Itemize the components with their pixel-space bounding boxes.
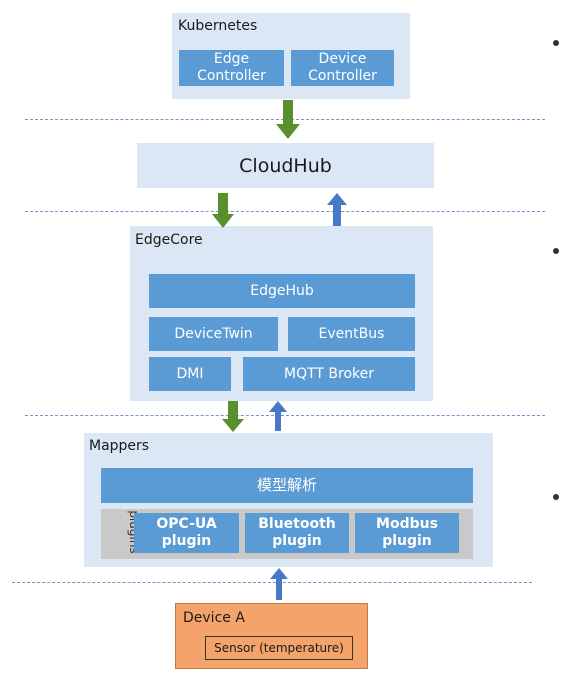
modbus-plugin-box: Modbus plugin bbox=[355, 513, 459, 553]
kubernetes-title: Kubernetes bbox=[178, 18, 258, 34]
kubernetes-panel: Kubernetes Edge Controller Device Contro… bbox=[172, 13, 410, 99]
device-controller-box: Device Controller bbox=[291, 50, 394, 86]
up-arrow-icon bbox=[327, 193, 347, 226]
opcua-plugin-box: OPC-UA plugin bbox=[134, 513, 239, 553]
bullet-icon bbox=[553, 248, 559, 254]
separator-2 bbox=[25, 211, 545, 212]
cloudhub-label: CloudHub bbox=[239, 154, 332, 177]
down-arrow-icon bbox=[212, 193, 234, 228]
separator-3 bbox=[25, 415, 545, 416]
edgehub-box: EdgeHub bbox=[149, 274, 415, 308]
mappers-title: Mappers bbox=[89, 438, 150, 454]
bluetooth-plugin-box: Bluetooth plugin bbox=[245, 513, 349, 553]
down-arrow-icon bbox=[222, 401, 244, 432]
model-parse-box: 模型解析 bbox=[101, 468, 473, 503]
eventbus-box: EventBus bbox=[288, 317, 415, 351]
device-panel: Device A Sensor (temperature) bbox=[175, 603, 368, 669]
up-arrow-icon bbox=[270, 568, 288, 600]
edgecore-title: EdgeCore bbox=[135, 232, 203, 248]
cloudhub-panel: CloudHub bbox=[137, 143, 434, 188]
bullet-icon bbox=[553, 494, 559, 500]
mqtt-broker-box: MQTT Broker bbox=[243, 357, 415, 391]
dmi-box: DMI bbox=[149, 357, 231, 391]
down-arrow-icon bbox=[276, 100, 300, 139]
edgecore-panel: EdgeCore EdgeHub DeviceTwin EventBus DMI… bbox=[130, 226, 433, 401]
up-arrow-icon bbox=[269, 401, 287, 431]
edge-controller-box: Edge Controller bbox=[179, 50, 284, 86]
separator-4 bbox=[12, 582, 532, 583]
devicetwin-box: DeviceTwin bbox=[149, 317, 278, 351]
sensor-box: Sensor (temperature) bbox=[205, 636, 353, 660]
bullet-icon bbox=[553, 40, 559, 46]
mappers-panel: Mappers 模型解析 plugins OPC-UA plugin Bluet… bbox=[84, 433, 493, 567]
device-title: Device A bbox=[183, 610, 245, 626]
